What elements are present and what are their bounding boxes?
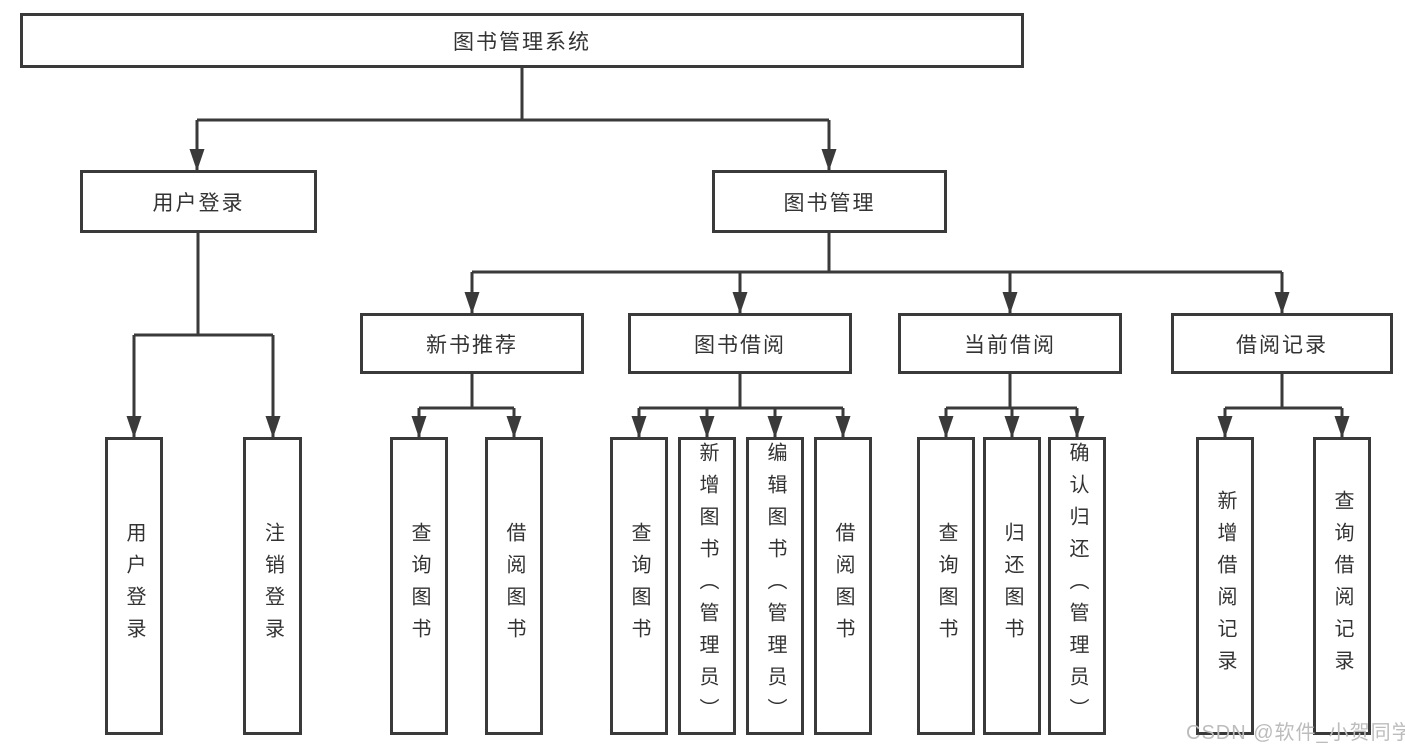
node-book-borrowing: 图书借阅 [628, 313, 852, 374]
node-borrow-records: 借阅记录 [1171, 313, 1393, 374]
node-leaf-query-borrow-record: 查询借阅记录 [1313, 437, 1371, 735]
node-leaf-borrow-books-recommend: 借阅图书 [485, 437, 543, 735]
node-leaf-query-borrow-record-label: 查询借阅记录 [1331, 490, 1353, 682]
node-leaf-query-books-current: 查询图书 [917, 437, 975, 735]
node-leaf-edit-books-admin-label: 编辑图书（管理员） [764, 442, 786, 730]
node-book-management-label: 图书管理 [783, 191, 876, 215]
node-leaf-borrow-books-borrowing-label: 借阅图书 [832, 522, 854, 650]
node-leaf-query-books-recommend: 查询图书 [390, 437, 448, 735]
node-leaf-logout-label: 注销登录 [261, 522, 284, 650]
node-book-borrowing-label: 图书借阅 [694, 333, 786, 357]
node-leaf-add-books-admin-label: 新增图书（管理员） [696, 442, 718, 730]
node-leaf-user-login-label: 用户登录 [123, 522, 145, 650]
node-leaf-query-books-borrowing-label: 查询图书 [628, 522, 650, 650]
node-borrow-records-label: 借阅记录 [1236, 333, 1328, 357]
node-user-login-group-label: 用户登录 [152, 191, 245, 215]
node-leaf-borrow-books-borrowing: 借阅图书 [814, 437, 872, 735]
node-current-borrowing-label: 当前借阅 [964, 333, 1056, 357]
connector-arrows [126, 140, 1350, 438]
node-leaf-borrow-books-recommend-label: 借阅图书 [503, 522, 525, 650]
node-leaf-return-books-label: 归还图书 [1001, 522, 1023, 650]
node-new-book-recommend: 新书推荐 [360, 313, 584, 374]
node-leaf-confirm-return-admin-label: 确认归还（管理员） [1066, 442, 1088, 730]
node-library-system: 图书管理系统 [20, 13, 1024, 68]
node-leaf-query-books-recommend-label: 查询图书 [408, 522, 430, 650]
node-book-management: 图书管理 [712, 170, 947, 233]
node-leaf-query-books-current-label: 查询图书 [935, 522, 957, 650]
node-leaf-add-borrow-record-label: 新增借阅记录 [1214, 490, 1236, 682]
node-leaf-confirm-return-admin: 确认归还（管理员） [1048, 437, 1106, 735]
node-leaf-user-login: 用户登录 [105, 437, 163, 735]
node-library-system-label: 图书管理系统 [453, 30, 591, 54]
node-leaf-logout: 注销登录 [243, 437, 302, 735]
node-leaf-add-borrow-record: 新增借阅记录 [1196, 437, 1254, 735]
node-leaf-return-books: 归还图书 [983, 437, 1041, 735]
node-user-login-group: 用户登录 [80, 170, 317, 233]
node-current-borrowing: 当前借阅 [898, 313, 1122, 374]
node-leaf-query-books-borrowing: 查询图书 [610, 437, 668, 735]
node-new-book-recommend-label: 新书推荐 [426, 333, 518, 357]
node-leaf-edit-books-admin: 编辑图书（管理员） [746, 437, 804, 735]
node-leaf-add-books-admin: 新增图书（管理员） [678, 437, 736, 735]
watermark: CSDN @软件_小贺同学 [1186, 722, 1405, 744]
connector-spines [132, 68, 1344, 433]
